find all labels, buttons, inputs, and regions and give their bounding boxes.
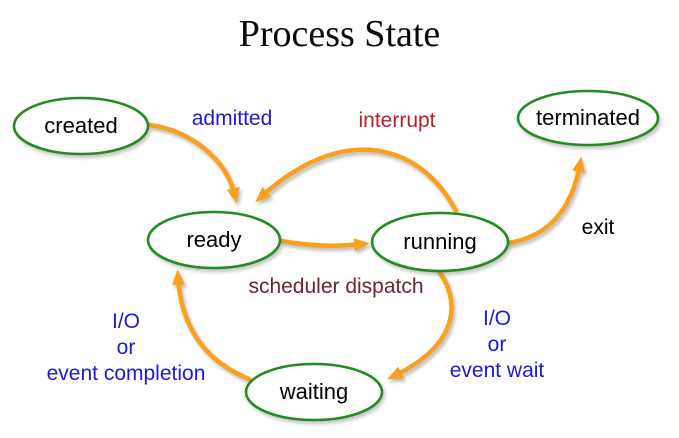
transition-label-io-event-completion: I/O or event completion	[46, 310, 206, 385]
state-label-waiting: waiting	[279, 379, 349, 404]
transition-arrow-scheduler-dispatch	[279, 238, 370, 252]
transition-label-exit: exit	[581, 216, 615, 239]
state-ellipse-terminated	[516, 89, 660, 147]
transition-arrow-exit	[505, 156, 585, 246]
state-ellipse-created	[12, 96, 150, 156]
transition-arrows	[147, 122, 585, 382]
transition-label-admitted: admitted	[191, 107, 273, 130]
state-label-created: created	[44, 113, 118, 138]
transition-label-interrupt: interrupt	[358, 109, 436, 132]
state-label-ready: ready	[186, 227, 242, 252]
state-label-terminated: terminated	[536, 105, 640, 130]
transition-label-scheduler-dispatch: scheduler dispatch	[248, 275, 424, 298]
transition-arrow-io-event-completion	[171, 269, 252, 382]
transition-arrow-admitted	[147, 122, 240, 204]
transition-arrow-interrupt	[255, 147, 459, 214]
state-ellipse-running	[370, 211, 510, 273]
transition-arrow-io-event-wait	[386, 266, 454, 380]
state-ellipses	[12, 89, 660, 422]
transition-label-io-event-wait: I/O or event wait	[449, 307, 545, 382]
diagram-title: Process State	[238, 13, 441, 55]
state-ellipse-waiting	[244, 362, 384, 422]
state-label-running: running	[403, 229, 477, 254]
state-ellipse-ready	[146, 210, 282, 270]
